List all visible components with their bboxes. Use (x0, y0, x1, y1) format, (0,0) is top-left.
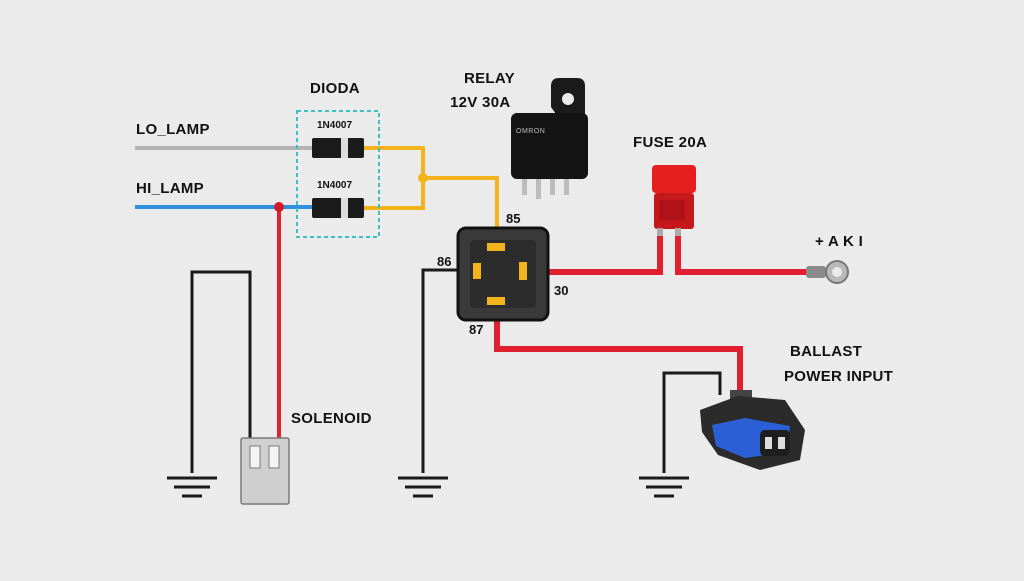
pin-86-label: 86 (437, 254, 452, 269)
ground-symbol-middle (398, 476, 448, 498)
pin-30-label: 30 (554, 283, 569, 298)
ground-wire-solenoid (190, 270, 252, 473)
relay-label-line2: 12V 30A (450, 94, 511, 111)
diode1-part-label: 1N4007 (317, 120, 353, 131)
relay-pin-85 (487, 243, 505, 251)
solenoid-label: SOLENOID (291, 410, 372, 427)
relay-socket (456, 226, 550, 322)
ballast-label-line1: BALLAST (790, 343, 863, 360)
ballast-connector (700, 390, 805, 470)
diode-junction-dot (418, 173, 428, 183)
diode-2 (312, 198, 364, 218)
aki-label: + A K I (815, 233, 864, 250)
diode2-part-label: 1N4007 (317, 180, 353, 191)
power-wire-87 (494, 320, 743, 392)
hi-junction-dot (274, 202, 284, 212)
diode-group-box (296, 110, 380, 238)
relay-pin-86 (473, 263, 481, 279)
diode-group-label: DIODA (310, 80, 360, 97)
relay-brand-label: OMRON (516, 128, 546, 135)
hi-lamp-label: HI_LAMP (136, 180, 204, 197)
fuse (652, 165, 696, 236)
ground-symbol-right (639, 476, 689, 498)
ground-symbol-left (167, 476, 217, 498)
ring-terminal (806, 260, 849, 284)
relay-pin-30 (519, 262, 527, 280)
lo-lamp-label: LO_LAMP (136, 121, 210, 138)
power-wire-30 (549, 232, 806, 275)
relay-label-line1: RELAY (464, 70, 515, 87)
ballast-label-line2: POWER INPUT (784, 368, 894, 385)
relay-body (511, 78, 588, 199)
ground-wire-86 (421, 268, 458, 473)
pin-85-label: 85 (506, 211, 521, 226)
solenoid-connector (240, 437, 290, 505)
pin-87-label: 87 (469, 322, 484, 337)
diode-1 (312, 138, 364, 158)
fuse-label: FUSE 20A (633, 134, 708, 151)
relay-pin-87 (487, 297, 505, 305)
ground-wire-ballast (662, 371, 722, 473)
diode-output-wires (364, 146, 499, 228)
